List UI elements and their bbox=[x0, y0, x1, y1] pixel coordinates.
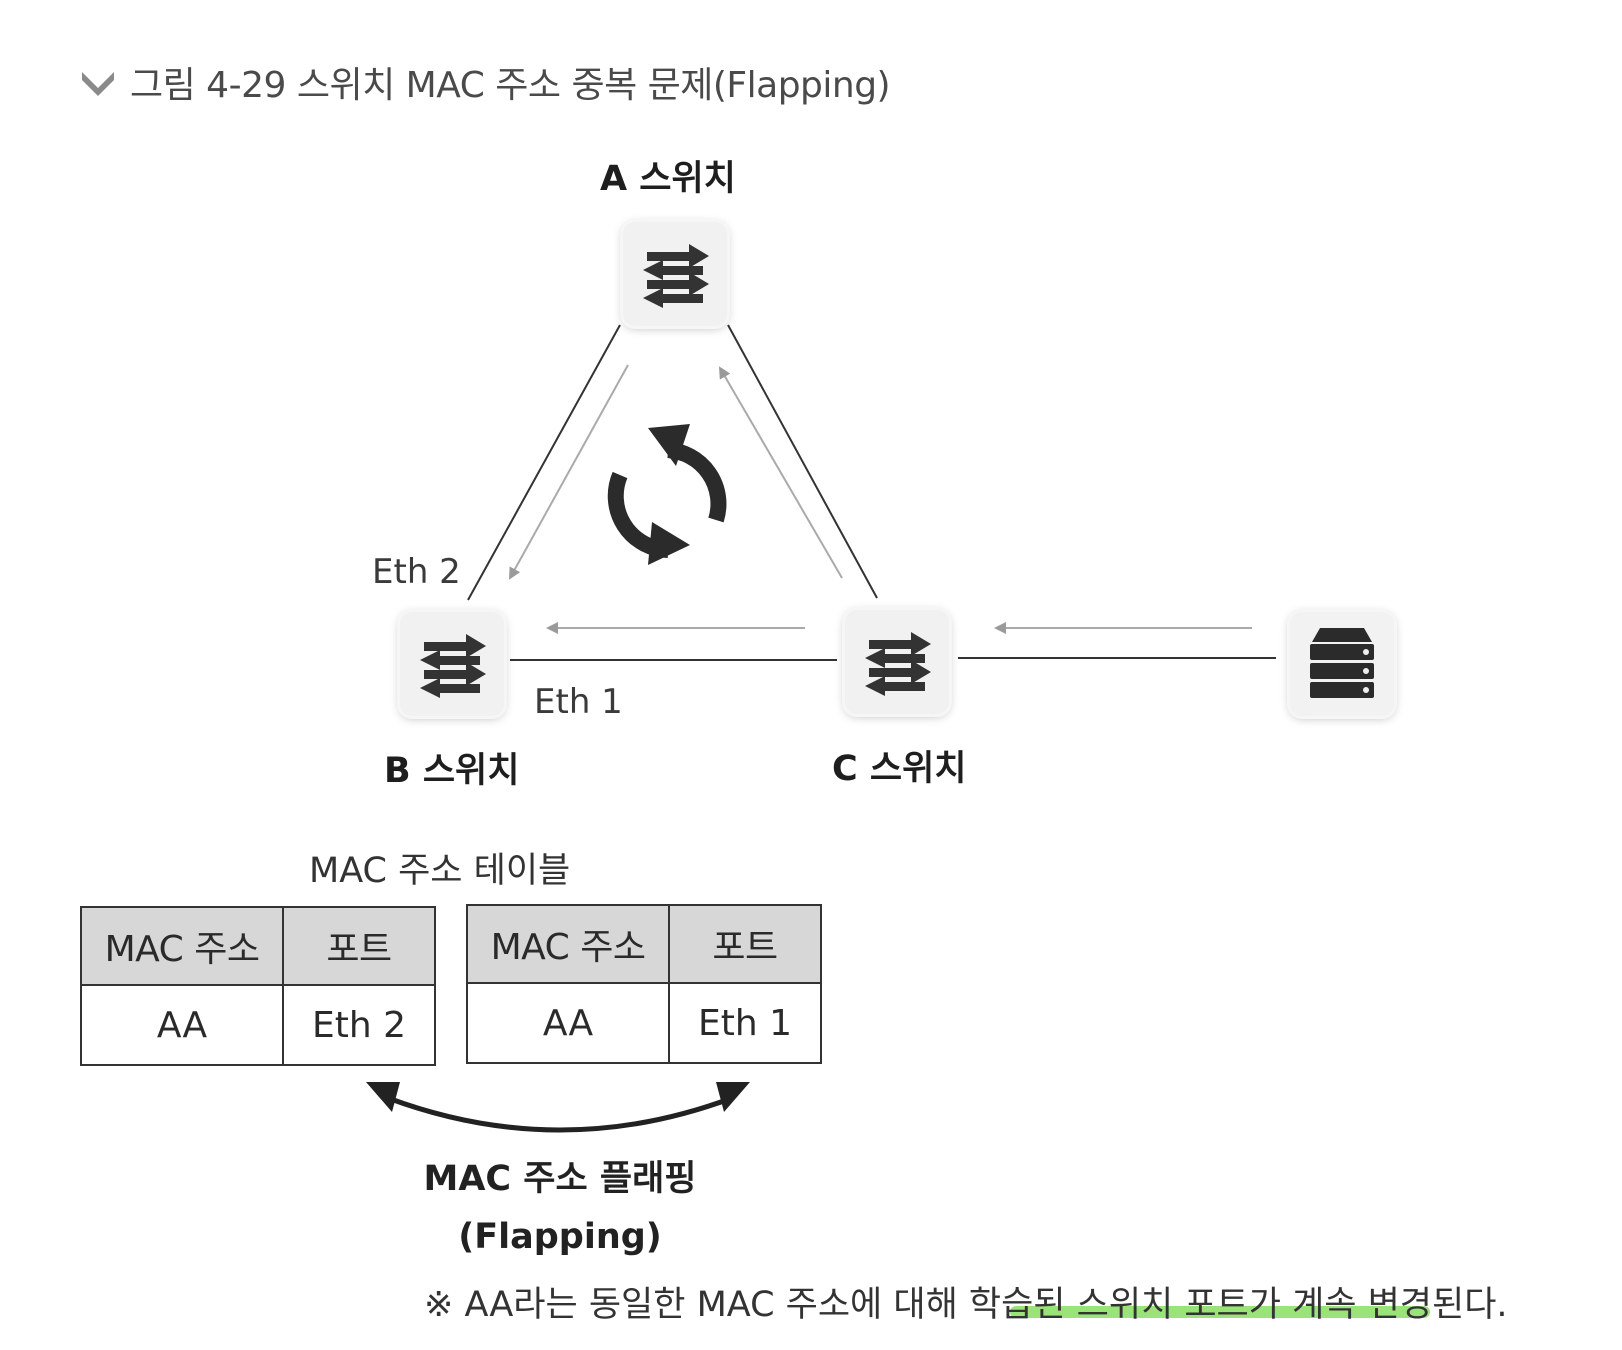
flapping-label-line1: MAC 주소 플래핑 bbox=[423, 1159, 697, 1199]
table-row: AA Eth 1 bbox=[466, 982, 822, 1064]
switch-arrows-icon bbox=[643, 244, 709, 308]
port-label-eth2: Eth 2 bbox=[372, 552, 461, 592]
cell-mac: AA bbox=[466, 982, 670, 1064]
flow-arrow-c-to-a bbox=[718, 366, 843, 579]
column-header-mac: MAC 주소 bbox=[80, 906, 284, 986]
flapping-double-arrow bbox=[387, 1095, 733, 1133]
figure-caption: 그림 4-29 스위치 MAC 주소 중복 문제(Flapping) bbox=[78, 56, 891, 108]
switch-arrows-icon bbox=[420, 634, 486, 698]
port-label-eth1: Eth 1 bbox=[534, 682, 623, 722]
column-header-port: 포트 bbox=[282, 906, 436, 986]
switch-a-label: A 스위치 bbox=[600, 159, 736, 199]
column-header-port: 포트 bbox=[668, 904, 822, 984]
cell-port: Eth 1 bbox=[668, 982, 822, 1064]
mac-table-right: MAC 주소 포트 AA Eth 1 bbox=[466, 904, 822, 1064]
footnote: ※ AA라는 동일한 MAC 주소에 대해 학습된 스위치 포트가 계속 변경된… bbox=[424, 1285, 1508, 1325]
table-header-row: MAC 주소 포트 bbox=[466, 904, 822, 984]
refresh-loop-icon bbox=[607, 424, 727, 565]
server bbox=[1290, 612, 1394, 716]
mac-table-left: MAC 주소 포트 AA Eth 2 bbox=[80, 906, 436, 1066]
switch-c-label: C 스위치 bbox=[832, 749, 967, 789]
link-a-b bbox=[467, 324, 621, 601]
switch-arrows-icon bbox=[865, 632, 931, 696]
switch-b-label: B 스위치 bbox=[384, 751, 520, 791]
switch-c bbox=[845, 610, 949, 714]
table-header-row: MAC 주소 포트 bbox=[80, 906, 436, 986]
flow-arrow-a-to-b bbox=[509, 364, 629, 580]
caption-text: 그림 4-29 스위치 MAC 주소 중복 문제(Flapping) bbox=[130, 65, 891, 106]
table-row: AA Eth 2 bbox=[80, 984, 436, 1066]
column-header-mac: MAC 주소 bbox=[466, 904, 670, 984]
flapping-label: MAC 주소 플래핑 (Flapping) bbox=[390, 1150, 730, 1266]
cell-port: Eth 2 bbox=[282, 984, 436, 1066]
mac-table-title: MAC 주소 테이블 bbox=[309, 851, 571, 891]
switch-b bbox=[400, 612, 504, 716]
flapping-label-line2: (Flapping) bbox=[458, 1217, 662, 1257]
highlighter-mark bbox=[1010, 1306, 1430, 1318]
link-a-c bbox=[727, 324, 878, 599]
chevron-down-icon bbox=[78, 66, 118, 98]
cell-mac: AA bbox=[80, 984, 284, 1066]
server-icon bbox=[1310, 628, 1374, 698]
switch-a bbox=[623, 222, 727, 326]
